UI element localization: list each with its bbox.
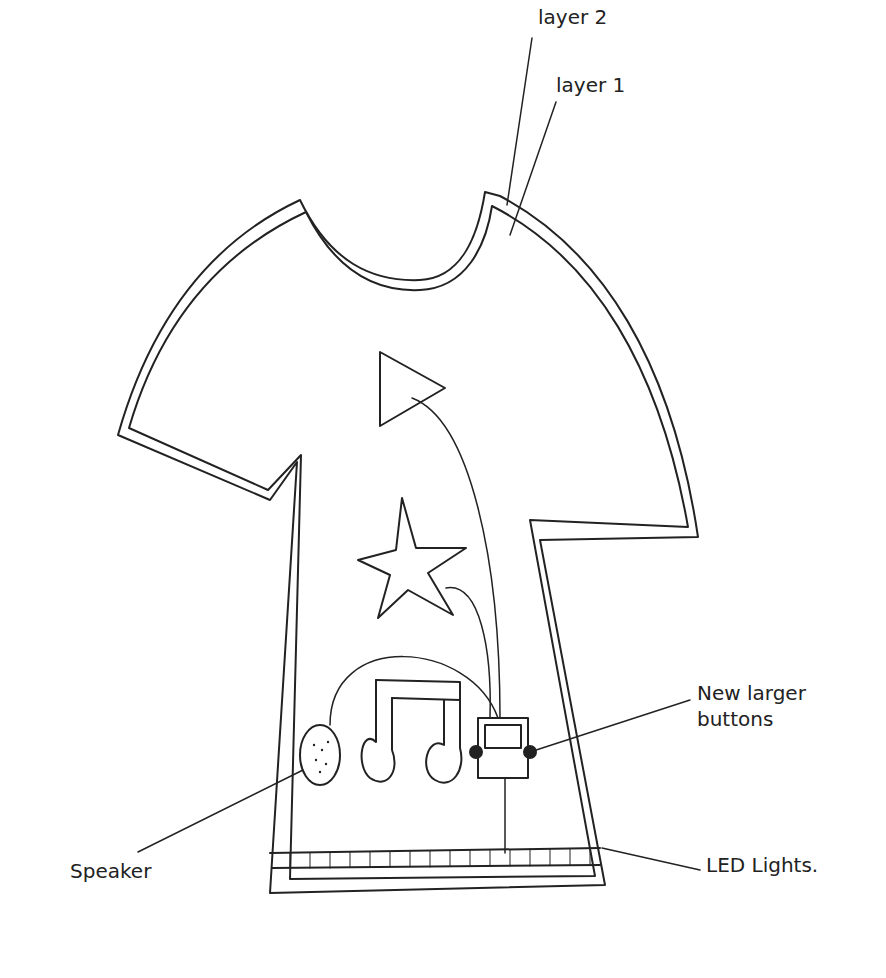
callout-label: LED Lights. — [706, 852, 818, 878]
music-device — [470, 718, 536, 778]
wires — [330, 398, 505, 853]
callout-label: Speaker — [70, 858, 151, 884]
callout-label: layer 1 — [556, 72, 625, 98]
callout-label: New larger buttons — [697, 680, 857, 732]
music-note-icon — [362, 680, 462, 783]
led-strip — [270, 848, 600, 868]
shirt-layer-outer — [118, 192, 698, 893]
leader-lines — [138, 38, 700, 870]
speaker-symbol — [300, 725, 340, 785]
callout-label: layer 2 — [538, 4, 607, 30]
shirt-layer-inner — [129, 206, 688, 879]
star-icon — [358, 498, 466, 618]
